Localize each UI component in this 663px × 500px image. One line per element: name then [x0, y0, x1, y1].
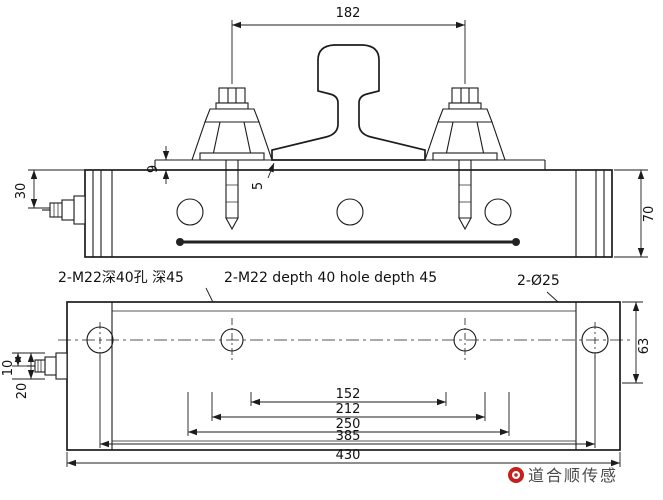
dim-label-63: 63	[637, 338, 652, 355]
rail-profile	[271, 44, 426, 161]
plate-hole-d25-left	[86, 326, 114, 354]
dim-385: 385	[99, 355, 596, 448]
load-beam-body	[84, 169, 613, 258]
dim-label-5: 5	[251, 182, 266, 190]
base-plate	[66, 301, 621, 451]
dim-152: 152	[250, 387, 447, 406]
watermark-text: 道合顺传感	[528, 466, 618, 485]
plate-hole-m22-right	[453, 328, 477, 352]
dim-430: 430	[66, 448, 621, 467]
dim-5: 5	[251, 162, 275, 190]
dim-30: 30	[14, 169, 85, 209]
dim-label-20: 20	[15, 383, 30, 400]
dim-label-385: 385	[336, 429, 361, 444]
tie-rod-end-left	[176, 238, 184, 246]
watermark-logo-dot	[514, 473, 518, 477]
dim-label-10: 10	[1, 360, 16, 377]
dim-212: 212	[211, 392, 486, 421]
note-m22-cn: 2-M22深40孔 深45	[58, 270, 184, 286]
dim-182: 182	[231, 6, 466, 84]
note-d25: 2-Ø25	[517, 273, 560, 289]
dim-label-9: 9	[146, 165, 161, 173]
cable-gland-side	[42, 195, 86, 225]
rail-pad	[154, 159, 546, 170]
cable-gland-plan	[27, 352, 68, 380]
dim-label-70: 70	[642, 206, 657, 223]
plate-hole-m22-left	[220, 328, 244, 352]
dim-label-250: 250	[336, 417, 361, 432]
beam-hole-left	[176, 198, 204, 226]
dim-label-152: 152	[336, 387, 361, 402]
plan-view: 10 20 63 152 212 250	[1, 301, 652, 467]
dim-label-182: 182	[336, 6, 361, 21]
watermark: 道合顺传感	[508, 466, 618, 485]
side-view	[42, 44, 613, 258]
tie-rod-end-right	[512, 238, 520, 246]
dim-10-20: 10 20	[1, 352, 45, 400]
plate-hole-d25-right	[581, 326, 609, 354]
dim-63: 63	[622, 301, 652, 384]
beam-hole-center	[336, 198, 364, 226]
note-m22-en: 2-M22 depth 40 hole depth 45	[224, 270, 437, 286]
dim-70: 70	[614, 169, 657, 258]
beam-hole-right	[484, 198, 512, 226]
dim-label-30: 30	[14, 183, 29, 200]
dim-250: 250	[187, 392, 510, 436]
dim-9: 9	[146, 146, 170, 184]
dim-label-430: 430	[336, 448, 361, 463]
dim-label-212: 212	[336, 402, 361, 417]
